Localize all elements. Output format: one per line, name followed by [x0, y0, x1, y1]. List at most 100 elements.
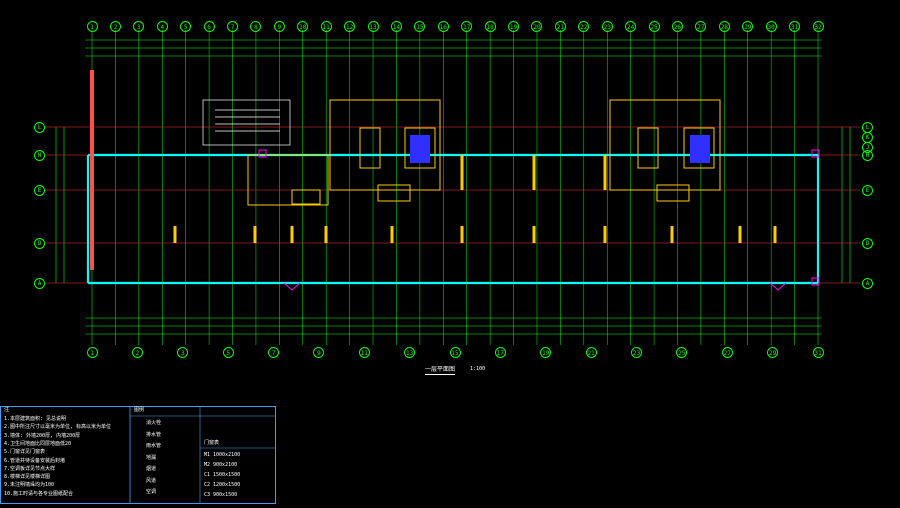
axis-bubble-top: 13: [367, 21, 379, 32]
door-marks: [258, 149, 820, 291]
axis-bubble-left: E: [34, 184, 45, 196]
axis-bubble-right: D: [862, 237, 873, 249]
axis-bubble-right: A: [862, 277, 873, 289]
symbol-item: 地漏: [146, 454, 157, 461]
axis-bubble-top: 28: [718, 21, 730, 32]
axis-bubble-right: L: [862, 121, 873, 133]
axis-bubble-top: 19: [508, 21, 520, 32]
axis-bubble-bottom: 5: [222, 347, 234, 358]
axis-bubble-top: 15: [414, 21, 426, 32]
axis-bubble-top: 4: [156, 21, 168, 32]
table-row: C1 1500x1500: [204, 472, 241, 478]
axis-bubble-top: 27: [695, 21, 707, 32]
note-item: 9.未注明墙垛均为100: [4, 482, 55, 489]
axis-bubble-top: 32: [812, 21, 824, 32]
partition-stub: [603, 155, 607, 190]
axis-bubble-top: 17: [461, 21, 473, 32]
axis-bubble-top: 8: [250, 21, 262, 32]
note-item: 4.卫生间地面比同层地面低20: [4, 440, 72, 447]
stair-block: [202, 99, 291, 146]
partition-stub: [670, 226, 674, 243]
axis-bubble-bottom: 9: [313, 347, 325, 358]
axis-bubble-top: 16: [437, 21, 449, 32]
symbol-item: 风道: [146, 477, 157, 484]
note-item: 3.墙体: 外墙200厚, 内墙200厚: [4, 432, 81, 439]
axis-bubble-bottom: 3: [177, 347, 189, 358]
partition-stub: [738, 226, 742, 243]
axis-bubble-bottom: 17: [494, 347, 506, 358]
note-item: 7.空调板详见节点大样: [4, 465, 56, 472]
axis-bubble-top: 10: [297, 21, 309, 32]
partition-stub: [290, 226, 294, 243]
table-row: M1 1000x2100: [204, 452, 241, 458]
axis-bubble-top: 2: [109, 21, 121, 32]
axis-bubble-top: 6: [203, 21, 215, 32]
axis-bubble-top: 24: [625, 21, 637, 32]
unit-core-right: [609, 99, 721, 202]
drawing-title: 一层平面图: [425, 366, 456, 375]
axis-bubble-top: 26: [671, 21, 683, 32]
note-item: 2.图中所注尺寸以毫米为单位, 标高以米为单位: [4, 424, 112, 431]
partition-stub: [173, 226, 177, 243]
symbol-item: 烟道: [146, 466, 157, 472]
axis-bubble-left: H: [34, 149, 45, 161]
note-item: 6.管道井待设备安装后封堵: [4, 457, 66, 464]
left-wall-strip: [90, 70, 94, 270]
axis-bubble-right: K: [862, 131, 873, 143]
axis-bubble-right: H: [862, 149, 873, 161]
axis-bubble-top: 31: [789, 21, 801, 32]
axis-bubble-bottom: 11: [358, 347, 370, 358]
top-dimension-lines: [85, 39, 822, 57]
partition-stub: [532, 155, 536, 190]
axis-bubble-bottom: 19: [540, 347, 552, 358]
axis-bubble-bottom: 23: [631, 347, 642, 358]
symbol-item: 雨水管: [146, 443, 162, 449]
axis-bubble-top: 12: [344, 21, 356, 32]
axis-bubble-top: 25: [648, 21, 660, 32]
axis-bubble-left: D: [34, 237, 45, 249]
axis-bubble-top: 18: [484, 21, 496, 32]
axis-bubble-bottom: 1: [86, 347, 98, 358]
partition-stub: [324, 226, 328, 243]
axis-bubble-top: 7: [227, 21, 239, 32]
drawing-scale: 1:100: [470, 366, 486, 372]
axis-bubble-top: 22: [578, 21, 590, 32]
axis-bubble-top: 23: [601, 21, 613, 32]
note-item: 10.施工时请与各专业图纸配合: [4, 490, 74, 497]
side-dimension-lines: [55, 127, 851, 283]
note-item: 1.本层建筑面积: 见总说明: [4, 416, 67, 422]
partition-stub: [532, 226, 536, 243]
partition-stub: [773, 226, 777, 243]
axis-bubble-bottom: 31: [812, 347, 824, 358]
symbol-item: 消火栓: [146, 420, 162, 426]
axis-bubble-bottom: 15: [449, 347, 461, 358]
axis-bubble-top: 29: [742, 21, 754, 32]
axis-bubble-bottom: 13: [404, 347, 416, 358]
axis-bubble-top: 14: [390, 21, 402, 32]
axis-bubble-bottom: 21: [585, 347, 597, 358]
axis-bubble-top: 3: [133, 21, 145, 32]
unit-core-left: [329, 99, 441, 202]
axis-bubble-top: 30: [765, 21, 777, 32]
partition-stub: [253, 226, 257, 243]
partition-stub: [460, 226, 464, 243]
lobby-block: [247, 154, 329, 206]
elevator-shafts: [410, 135, 710, 163]
axis-bubble-top: 9: [273, 21, 285, 32]
table-heading: 门窗表: [204, 440, 220, 446]
symbol-item: 排水管: [146, 431, 162, 438]
note-item: 5.门窗详见门窗表: [4, 449, 46, 456]
symbol-item: 空调: [146, 489, 157, 495]
axis-bubble-top: 11: [320, 21, 332, 32]
axis-bubble-bottom: 2: [131, 347, 143, 358]
axis-bubble-right: E: [862, 184, 873, 196]
axis-bubble-bottom: 27: [721, 347, 733, 358]
table-row: C3 900x1500: [204, 492, 238, 498]
axis-bubble-bottom: 29: [767, 347, 779, 358]
axis-bubble-top: 21: [554, 21, 566, 32]
axis-bubble-left: A: [34, 277, 45, 289]
partition-stub: [390, 226, 394, 243]
axis-bubble-bottom: 25: [676, 347, 688, 358]
